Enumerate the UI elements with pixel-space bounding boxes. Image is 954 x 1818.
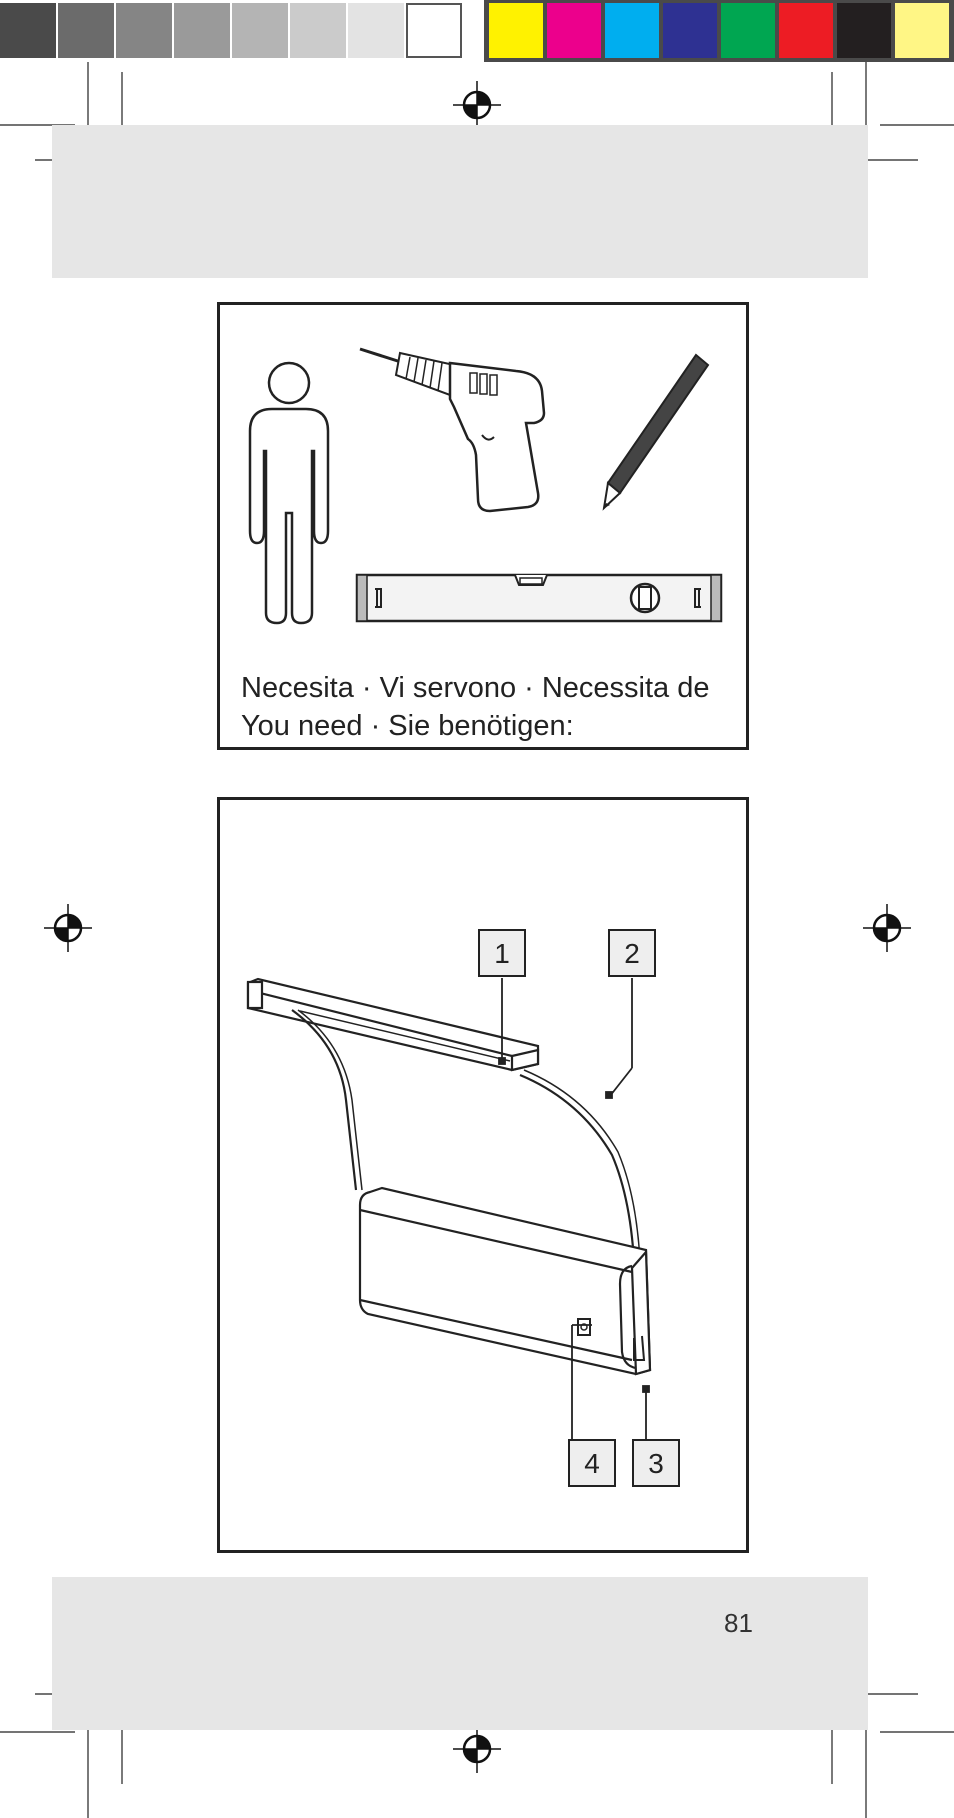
color-swatch xyxy=(605,3,659,58)
callout-4: 4 xyxy=(568,1439,616,1487)
gray-swatch xyxy=(0,3,56,58)
callout-4-label: 4 xyxy=(584,1448,600,1479)
callout-3: 3 xyxy=(632,1439,680,1487)
upper-light-bar xyxy=(246,977,540,1072)
callout-1: 1 xyxy=(478,929,526,977)
spirit-level-icon xyxy=(355,573,723,623)
gray-swatch xyxy=(116,3,172,58)
product-illustration: 1 2 4 3 xyxy=(246,929,680,1487)
callout-2-label: 2 xyxy=(624,938,640,969)
person-icon xyxy=(248,361,330,625)
gray-swatch xyxy=(348,3,404,58)
print-color-bar xyxy=(0,0,954,62)
gray-swatch xyxy=(58,3,114,58)
page-number: 81 xyxy=(724,1608,753,1638)
tools-caption-line2: You need · Sie benötigen: xyxy=(241,710,574,742)
lower-light-bar xyxy=(358,1186,652,1376)
gray-swatch xyxy=(406,3,462,58)
callout-1-label: 1 xyxy=(494,938,510,969)
footer-block xyxy=(52,1577,868,1730)
registration-mark-bottom xyxy=(453,1725,501,1773)
registration-mark-right xyxy=(863,904,911,952)
color-swatch xyxy=(721,3,775,58)
header-block xyxy=(52,125,868,278)
gray-swatch xyxy=(232,3,288,58)
drill-icon xyxy=(359,347,546,513)
color-swatch xyxy=(895,3,949,58)
registration-mark-left xyxy=(44,904,92,952)
registration-mark-top xyxy=(453,81,501,129)
pencil-icon xyxy=(602,353,710,511)
color-swatch xyxy=(547,3,601,58)
color-swatch xyxy=(663,3,717,58)
gray-swatch xyxy=(290,3,346,58)
color-swatch xyxy=(779,3,833,58)
callout-3-label: 3 xyxy=(648,1448,664,1479)
product-panel: 1 2 4 3 xyxy=(217,797,749,1553)
color-swatch xyxy=(489,3,543,58)
callout-2: 2 xyxy=(608,929,656,977)
color-swatch xyxy=(837,3,891,58)
gray-swatch xyxy=(174,3,230,58)
switch-4 xyxy=(577,1318,591,1336)
connector-cable-left xyxy=(291,1009,358,1191)
tools-caption-line1: Necesita · Vi servono · Necessita de xyxy=(241,672,710,704)
tools-panel: Necesita · Vi servono · Necessita de You… xyxy=(217,302,749,750)
